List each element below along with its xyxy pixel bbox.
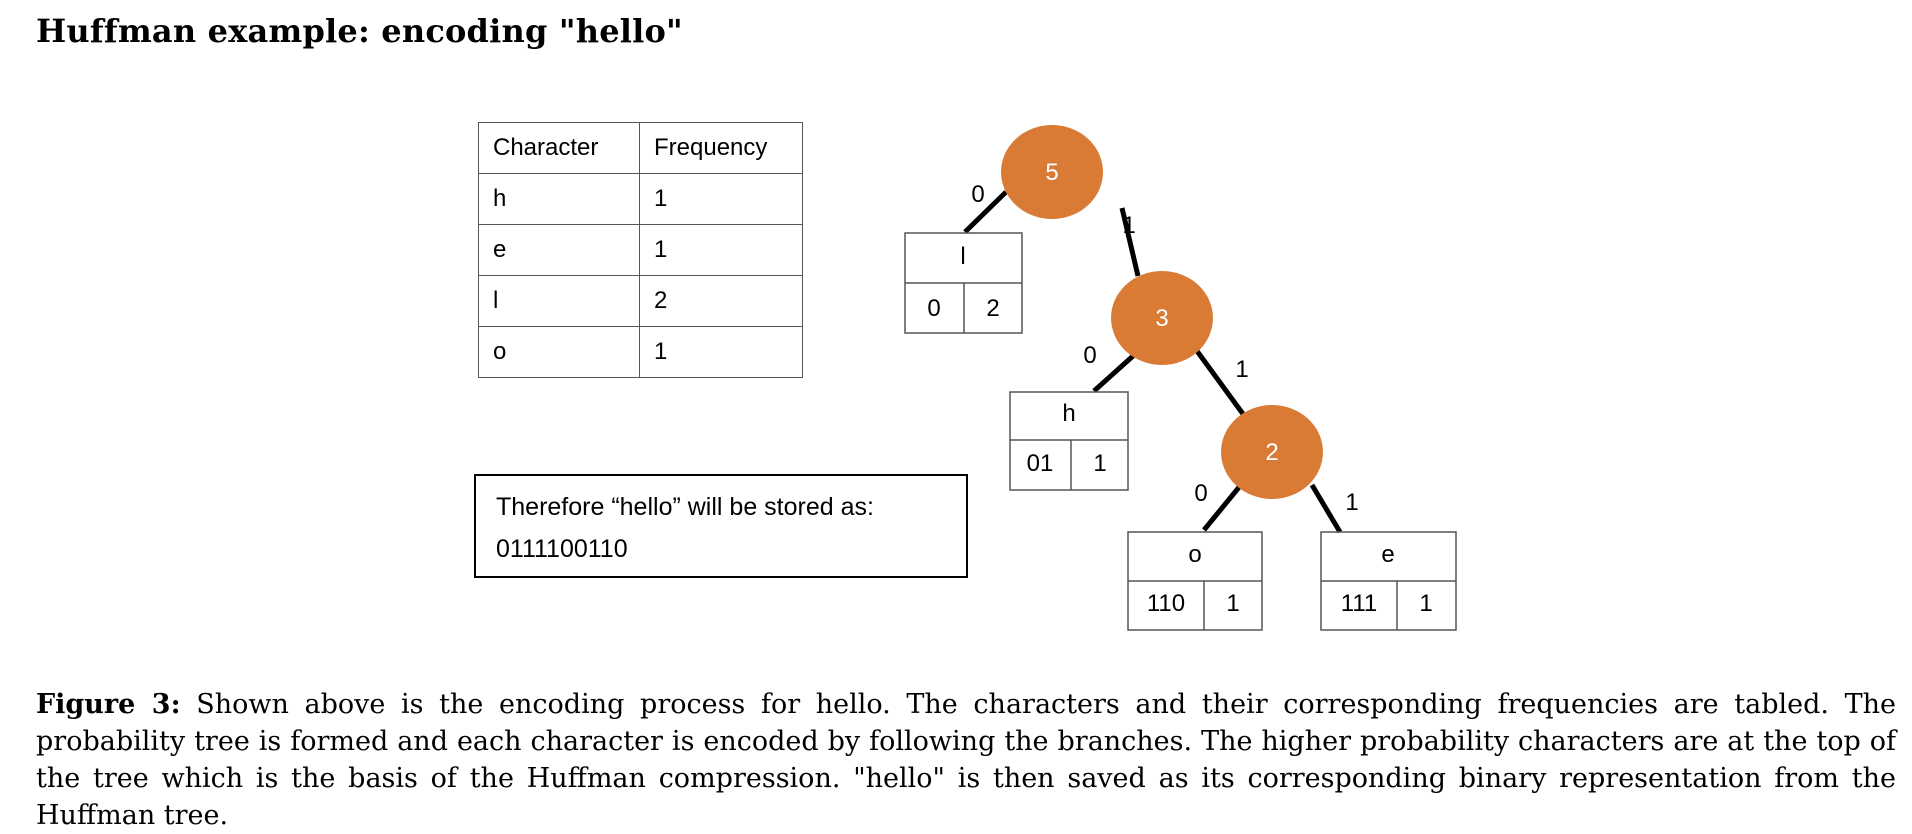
encoded-result-value: 0111100110: [496, 535, 628, 563]
leaf-o-code: 110: [1147, 590, 1185, 617]
leaf-h-freq: 1: [1093, 450, 1106, 477]
column-header-character: Character: [478, 122, 640, 174]
leaf-e-code: 111: [1341, 590, 1377, 617]
tree-node-3-circle: [1111, 271, 1213, 365]
tree-node-2-circle: [1221, 405, 1323, 499]
table-cell-frequency: 2: [639, 275, 803, 327]
edge-n2-left: [1202, 484, 1242, 532]
leaf-l-freq: 2: [986, 295, 999, 322]
table-row: l 2: [478, 275, 803, 327]
edge-n5-right: [1119, 207, 1141, 277]
leaf-h-char: h: [1062, 400, 1075, 427]
leaf-l-code: 0: [927, 295, 940, 322]
frequency-table: Character Frequency h 1 e 1 l 2 o 1: [478, 122, 803, 378]
leaf-o-freq: 1: [1226, 590, 1239, 617]
encoded-result-label: Therefore “hello” will be stored as:: [496, 493, 874, 521]
tree-node-5-circle: [1001, 125, 1103, 219]
tree-node-2: 2: [1221, 405, 1323, 499]
edge-label-n5-left: 0: [971, 181, 984, 208]
leaf-node-l: [904, 232, 1023, 334]
figure-caption: Figure 3: Shown above is the encoding pr…: [36, 686, 1896, 834]
edge-n2-right: [1309, 483, 1343, 534]
leaf-e-char: e: [1381, 541, 1394, 568]
figure-caption-text: Shown above is the encoding process for …: [36, 689, 1896, 831]
tree-node-5: 5: [1001, 125, 1103, 219]
table-cell-character: l: [478, 275, 640, 327]
tree-node-3-value: 3: [1155, 305, 1168, 332]
edge-n5-left: [963, 190, 1008, 234]
leaf-o-char: o: [1188, 541, 1201, 568]
page-title: Huffman example: encoding "hello": [36, 12, 683, 50]
tree-node-5-value: 5: [1045, 159, 1058, 186]
edge-label-n2-left: 0: [1194, 480, 1207, 507]
edge-label-n3-left: 0: [1083, 342, 1096, 369]
table-cell-frequency: 1: [639, 326, 803, 378]
tree-node-3: 3: [1111, 271, 1213, 365]
edge-label-n2-right: 1: [1345, 489, 1358, 516]
leaf-node-o: [1127, 531, 1263, 631]
tree-edges: [963, 190, 1343, 534]
table-cell-character: o: [478, 326, 640, 378]
figure-caption-label: Figure 3:: [36, 689, 181, 720]
leaf-h-code: 01: [1027, 450, 1054, 477]
table-row: o 1: [478, 326, 803, 378]
table-cell-character: h: [478, 173, 640, 225]
leaf-h-box: [1009, 391, 1129, 491]
encoded-result-box: Therefore “hello” will be stored as: 011…: [474, 474, 968, 578]
huffman-tree: 0 1 0 1 0 1 5 3 2 l 0 2 h 01 1: [904, 125, 1457, 631]
edge-n3-right: [1194, 349, 1246, 416]
leaf-node-e: [1320, 531, 1457, 631]
edge-label-n5-right: 1: [1122, 212, 1135, 239]
table-cell-frequency: 1: [639, 224, 803, 276]
leaf-l-char: l: [960, 243, 965, 270]
edge-label-n3-right: 1: [1235, 356, 1248, 383]
leaf-node-h: [1009, 391, 1129, 491]
edge-n3-left: [1092, 354, 1135, 393]
leaf-e-freq: 1: [1419, 590, 1432, 617]
tree-node-2-value: 2: [1265, 439, 1278, 466]
